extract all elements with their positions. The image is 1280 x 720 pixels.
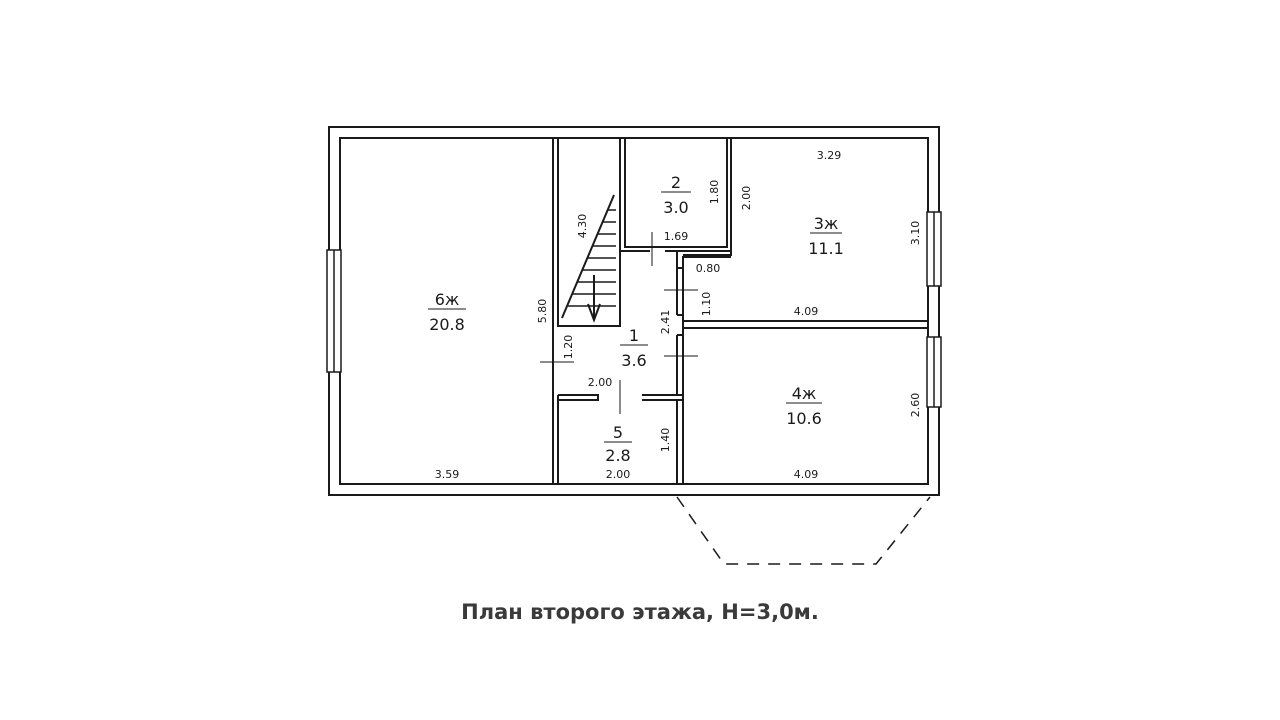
room1-number: 1	[629, 326, 639, 345]
plan-caption: План второго этажа, H=3,0м.	[461, 600, 819, 624]
dim-room2-height: 1.80	[708, 180, 721, 205]
room2-area: 3.0	[663, 198, 688, 217]
outer-wall-inner	[339, 137, 929, 485]
room2-number: 2	[671, 173, 681, 192]
wall-hall-5	[558, 394, 599, 401]
dim-room3-bottom: 4.09	[794, 305, 819, 318]
room-labels: 6ж 20.8 2 3.0 3ж 11.1 1 3.6 4ж 10.6 5 2.…	[429, 173, 844, 465]
stair-arrowhead	[587, 303, 601, 323]
dim-hall-door: 1.20	[562, 335, 575, 360]
dimension-labels: 3.59 5.80 4.30 1.80 1.69 3.29 3.10 2.00 …	[435, 149, 922, 481]
dim-hall-height: 2.41	[659, 310, 672, 335]
outer-wall-outer	[328, 126, 940, 496]
door-ticks	[540, 232, 698, 414]
room-fraction-bars	[428, 191, 842, 443]
room4-number: 4ж	[792, 384, 817, 403]
dim-stair-length: 4.30	[576, 214, 589, 239]
room5-number: 5	[613, 423, 623, 442]
room4-area: 10.6	[786, 409, 822, 428]
room3-left-wall	[683, 138, 732, 256]
room6-area: 20.8	[429, 315, 465, 334]
room1-area: 3.6	[621, 351, 646, 370]
walls	[328, 126, 940, 496]
stair-steps	[568, 209, 616, 307]
room6-number: 6ж	[435, 290, 460, 309]
room2-wall	[624, 138, 728, 248]
dim-hall-width: 2.00	[588, 376, 613, 389]
dim-room6-width: 3.59	[435, 468, 460, 481]
dim-room5-height: 1.40	[659, 428, 672, 453]
room3-number: 3ж	[814, 214, 839, 233]
dim-room3-right: 3.10	[909, 221, 922, 246]
wall-hall-5-right	[642, 394, 684, 401]
room5-area: 2.8	[605, 446, 630, 465]
stair-enclosure	[557, 137, 621, 327]
dim-room4-bottom: 4.09	[794, 468, 819, 481]
dim-niche-height: 1.10	[700, 292, 713, 317]
stair-diagonal	[561, 194, 615, 319]
dim-room5-bottom: 2.00	[606, 468, 631, 481]
room3-area: 11.1	[808, 239, 844, 258]
balcony-outline	[676, 496, 931, 565]
dim-niche-width: 0.80	[696, 262, 721, 275]
dim-room3-left: 2.00	[740, 186, 753, 211]
windows	[326, 211, 942, 408]
dim-room2-width: 1.69	[664, 230, 689, 243]
dim-room6-height: 5.80	[536, 299, 549, 324]
dim-room4-right: 2.60	[909, 393, 922, 418]
room2-wall-inner	[619, 138, 650, 252]
dim-room3-top: 3.29	[817, 149, 842, 162]
